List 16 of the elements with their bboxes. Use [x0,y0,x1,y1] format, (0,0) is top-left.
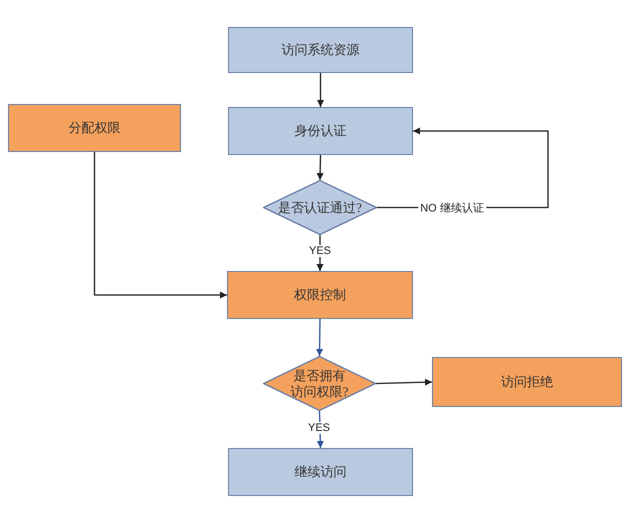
process-box: 访问拒绝 [432,357,622,407]
edge-label: YES [306,422,332,434]
arrow [316,154,324,180]
process-box: 访问系统资源 [228,27,413,73]
process-box: 权限控制 [227,271,413,319]
process-box: 分配权限 [8,104,181,152]
arrow [376,378,432,386]
edge-label: YES [307,245,333,257]
edge-label: NO 继续认证 [418,200,486,216]
process-box: 继续访问 [228,448,413,496]
arrow [94,152,227,298]
arrow [317,73,324,107]
arrow [316,319,324,356]
decision-diamond: 是否认证通过? [263,180,377,235]
decision-diamond: 是否拥有访问权限? [263,356,376,411]
process-box: 身份认证 [228,107,413,155]
